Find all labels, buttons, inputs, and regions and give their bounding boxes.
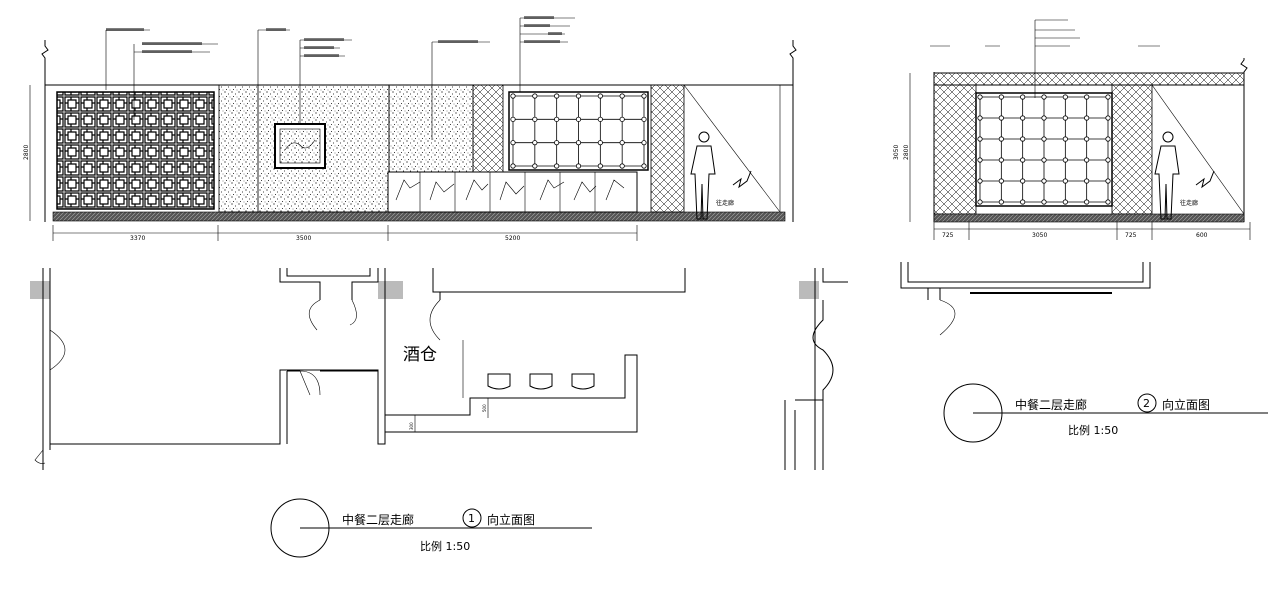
number-text-2: 2 — [1143, 397, 1150, 410]
counter-bottle-marks — [395, 172, 625, 212]
ceiling-trim — [933, 72, 1245, 86]
plan-2-door-swing — [939, 299, 956, 336]
dim-text-2c: 725 — [1125, 232, 1137, 239]
dim-text-2b: 3050 — [1032, 232, 1047, 239]
dim-text-500: 500 — [482, 404, 487, 412]
lattice-screen-panel — [56, 91, 215, 210]
annotation-leaders — [105, 16, 575, 212]
door-swing-left — [49, 329, 66, 371]
dim-text-2a: 725 — [942, 232, 954, 239]
wine-display-counter — [387, 171, 638, 213]
floor-plan-1: 酒仓 500 300 — [30, 268, 686, 470]
figure-label-2: 往走廊 — [1180, 199, 1198, 207]
human-scale-figure-2 — [1154, 131, 1215, 220]
human-scale-figure — [690, 131, 752, 220]
annotation-leaders-2 — [930, 19, 1160, 98]
number-text-1: 1 — [468, 512, 475, 525]
right-herring-column — [1111, 84, 1153, 215]
art-brush-stroke — [284, 139, 316, 151]
floor-plan-2 — [900, 262, 1151, 336]
column-hatch-right — [378, 281, 403, 299]
column-hatch-middle — [799, 281, 819, 299]
door-swing-inner — [299, 370, 321, 396]
number-circle-2 — [1137, 393, 1157, 413]
dim-ticks-2 — [933, 222, 1251, 240]
dim-text-300: 300 — [409, 422, 414, 430]
elevation-1: 往走廊 2800 3370 3500 5200 — [23, 16, 797, 242]
middle-wall-lines — [795, 268, 848, 470]
scale-text-2: 比例 1:50 — [1068, 423, 1118, 437]
figure-label-1: 往走廊 — [716, 199, 734, 207]
middle-wall-lower — [784, 400, 796, 470]
skirting-band-2 — [933, 213, 1245, 223]
plan-wall-outer — [42, 268, 386, 450]
door-swing-bottom — [34, 449, 46, 464]
plan-wall-inner — [286, 370, 378, 444]
quilted-grid-2 — [977, 94, 1111, 205]
number-circle-1 — [462, 508, 482, 528]
room-label-wine-cellar: 酒仓 — [403, 345, 437, 365]
wine-room-walls — [385, 354, 638, 433]
title-text-1: 中餐二层走廊 — [342, 512, 414, 527]
elevation-2: 往走廊 3050 2800 725 3050 725 600 — [893, 19, 1251, 240]
scale-text-1: 比例 1:50 — [420, 539, 470, 553]
wine-room-door — [429, 299, 464, 398]
plan-2-walls — [900, 262, 1151, 289]
title-block-1: 中餐二层走廊 1 向立面图 比例 1:50 — [270, 498, 592, 558]
dim-ticks-1 — [52, 225, 638, 241]
herringbone-column — [650, 84, 685, 213]
title-block-2: 中餐二层走廊 2 向立面图 比例 1:50 — [943, 383, 1268, 443]
dim-text-b: 3500 — [296, 235, 311, 242]
art-niche-painting — [279, 128, 321, 164]
left-herring-column — [933, 84, 977, 215]
break-line-left — [41, 40, 49, 222]
height-dim-text-2b: 2800 — [903, 145, 910, 160]
height-dim-text-2a: 3050 — [893, 145, 900, 160]
dim-text-2d: 600 — [1196, 232, 1208, 239]
break-line-right — [789, 40, 797, 222]
dim-text-c: 5200 — [505, 235, 520, 242]
plan-wall-left-end — [42, 444, 51, 470]
corridor-perspective-line — [683, 84, 781, 213]
corridor-perspective-line-2 — [1151, 84, 1245, 215]
view-text-2: 向立面图 — [1162, 397, 1210, 412]
wine-room-top-wall — [432, 268, 686, 300]
height-dim-text: 2800 — [23, 145, 30, 160]
plan-2-door-jambs — [927, 288, 941, 300]
title-text-2: 中餐二层走廊 — [1015, 397, 1087, 412]
plan-fragment-middle — [784, 268, 848, 470]
door-swing-top — [308, 299, 357, 331]
column-hatch-left — [30, 281, 50, 299]
quilted-grid — [510, 93, 647, 169]
dim-text-a: 3370 — [130, 235, 145, 242]
plan-wall-top — [279, 268, 379, 300]
skirting-band — [52, 211, 786, 222]
barrel-row — [487, 373, 595, 390]
view-text-1: 向立面图 — [487, 512, 535, 527]
